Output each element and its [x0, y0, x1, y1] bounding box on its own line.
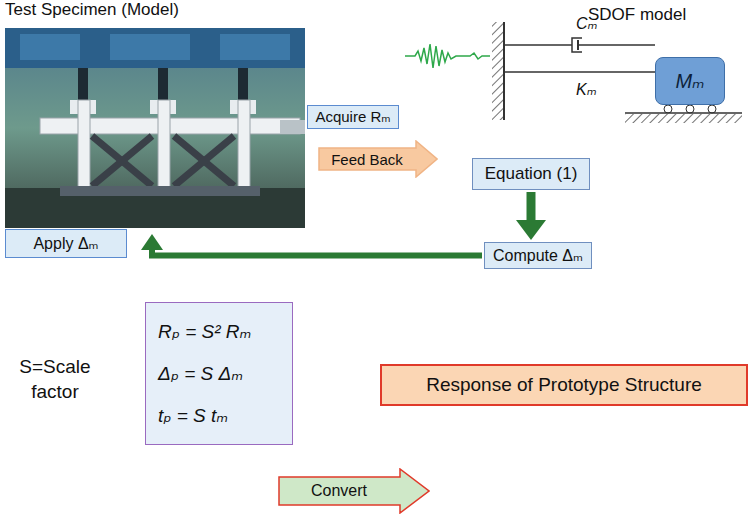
process-box: Equation (1) [472, 158, 590, 190]
scaling-formula: Δₚ = S Δₘ [158, 362, 243, 385]
formula-box: Rₚ = S² Rₘ Δₚ = S Δₘ tₚ = S tₘ [145, 302, 293, 445]
damper-symbol-label: Cₘ [576, 14, 598, 33]
process-box: Compute Δₘ [484, 242, 592, 269]
feedback-arrow: Feed Back [318, 140, 438, 178]
flow-arrow [141, 234, 482, 256]
scaling-formula: tₚ = S tₘ [158, 404, 228, 427]
flow-arrow [516, 192, 546, 240]
result-box: Response of Prototype Structure [380, 364, 748, 406]
process-box: Acquire Rₘ [307, 105, 399, 129]
node-text: Response of Prototype Structure [426, 374, 702, 396]
convert-arrow: Convert [278, 468, 430, 514]
ground-motion-wave [405, 44, 490, 68]
node-text: Mₘ [675, 69, 704, 93]
node-text: Equation (1) [485, 164, 578, 184]
specimen-region: Test Specimen (Model) [5, 0, 305, 232]
process-box: Apply Δₘ [5, 229, 127, 258]
scaling-formula: Rₚ = S² Rₘ [158, 320, 251, 343]
node-text: Apply Δₘ [33, 234, 98, 253]
node-text: Test Specimen (Model) [5, 0, 179, 20]
node-text: Feed Back [331, 151, 403, 168]
spring-symbol-label: Kₘ [576, 80, 597, 99]
mass-block: Mₘ [655, 57, 725, 105]
node-text: Acquire Rₘ [315, 108, 390, 126]
scale-factor-note: S=Scale factor [5, 355, 105, 404]
node-text: Convert [311, 482, 367, 500]
sdof-title: SDOF model [588, 5, 686, 25]
node-text: Compute Δₘ [493, 246, 583, 265]
